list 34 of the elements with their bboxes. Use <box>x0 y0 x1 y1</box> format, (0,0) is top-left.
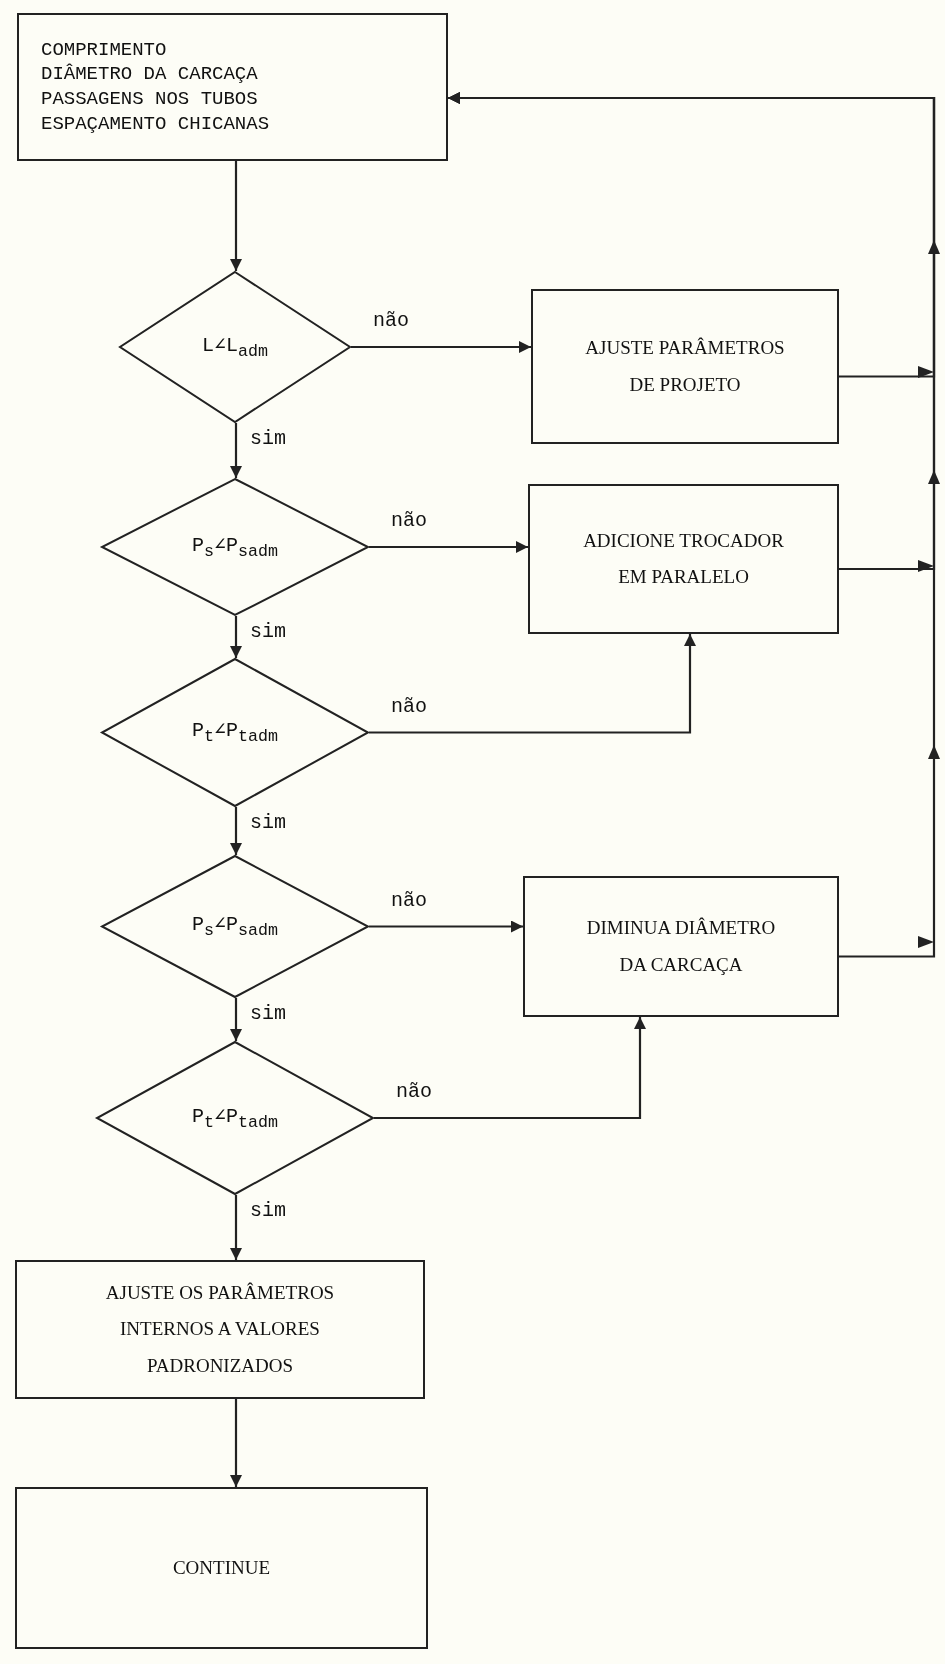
decision-diamond <box>101 478 369 616</box>
step-text: COMPRIMENTO <box>41 37 167 63</box>
arrow <box>230 1195 242 1260</box>
arrow <box>230 616 242 658</box>
decision-diamond <box>101 658 369 807</box>
arrow <box>230 807 242 855</box>
arrow <box>369 541 528 553</box>
step-text: ADICIONE TROCADOR EM PARALELO <box>582 528 785 589</box>
process-box <box>17 13 448 161</box>
arrow <box>230 423 242 478</box>
process-box <box>528 484 839 634</box>
process-box <box>15 1260 425 1399</box>
arrow <box>369 634 696 734</box>
arrow <box>230 161 242 271</box>
process-box <box>523 876 839 1017</box>
arrow <box>369 920 523 933</box>
condition-text: L∠L$_{adm}$ <box>201 332 268 363</box>
step-text: PASSAGENS NOS TUBOS <box>41 87 258 112</box>
decision-diamond <box>101 855 369 998</box>
arrow <box>374 1017 646 1120</box>
process-box <box>15 1487 428 1649</box>
step-text: ESPAÇAMENTO CHICANAS <box>41 111 270 137</box>
arrow <box>448 92 936 958</box>
step-text: DIMINUA DIÂMETRO DA CARCAÇA <box>585 916 777 977</box>
decision-diamond <box>96 1041 374 1195</box>
step-text: AJUSTE PARÂMETROS DE PROJETO <box>584 336 786 397</box>
decision-diamond <box>119 271 351 423</box>
arrow <box>351 341 531 353</box>
step-text: DIÂMETRO DA CARCAÇA <box>41 62 258 87</box>
arrow <box>230 1399 242 1487</box>
step-text: CONTINUE <box>172 1555 271 1580</box>
step-text: AJUSTE OS PARÂMETROS INTERNOS A VALORES PADRONIZADOS <box>104 1281 336 1378</box>
process-box <box>531 289 839 444</box>
arrow <box>230 998 242 1041</box>
